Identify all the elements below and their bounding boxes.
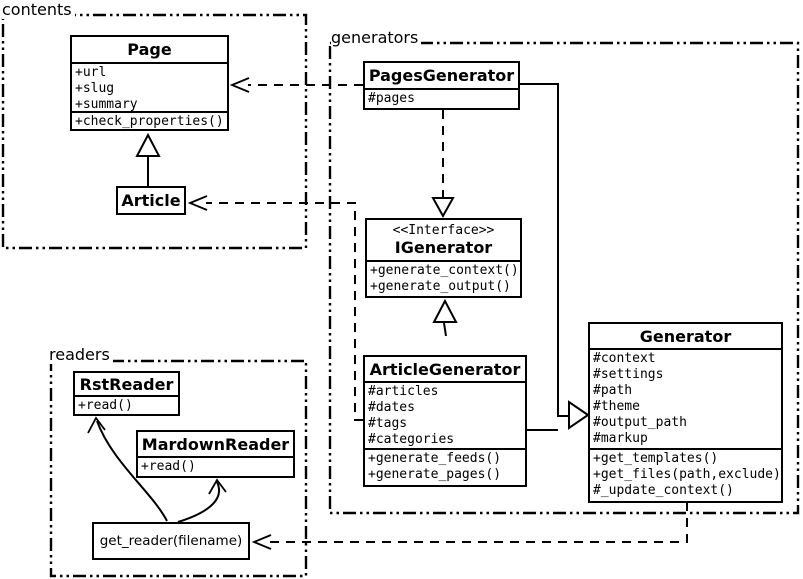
class-name-igenerator: IGenerator (394, 238, 493, 257)
attribute: #context (593, 351, 656, 366)
triangle-arrowhead-to-igenerator-top (431, 197, 455, 219)
open-arrowhead-at-getreader (251, 534, 272, 550)
class-box-mardownreader: MardownReader +read() (136, 430, 295, 478)
attribute: #categories (368, 432, 455, 447)
class-name-article: Article (121, 191, 181, 210)
attribute: #path (593, 383, 633, 398)
class-box-articlegenerator: ArticleGenerator #articles #dates #tags … (363, 355, 527, 487)
class-methods-articlegenerator: +generate_feeds() +generate_pages() (365, 448, 525, 485)
class-name-generator: Generator (639, 326, 732, 346)
getreader-function-box: get_reader(filename) (92, 522, 250, 560)
attribute: #settings (593, 367, 664, 382)
class-attributes-page: +url +slug +summary (72, 62, 227, 111)
dependency-line-generator-to-getreader (270, 502, 688, 543)
attribute: #articles (368, 384, 439, 399)
class-methods-rstreader: +read() (75, 395, 178, 414)
class-name-mardownreader: MardownReader (141, 434, 290, 454)
attribute: #pages (368, 91, 415, 106)
class-box-generator: Generator #context #settings #path #them… (588, 322, 783, 503)
class-methods-page: +check_properties() (72, 111, 227, 129)
attribute: #output_path (593, 415, 687, 430)
package-label-generators: generators (331, 28, 422, 47)
attribute: #tags (368, 416, 408, 431)
method: #_update_context() (593, 483, 734, 498)
method: +generate_context() (370, 263, 519, 278)
method: +read() (78, 398, 133, 413)
method: +generate_output() (370, 279, 511, 294)
attribute: +url (75, 65, 107, 80)
method: +generate_pages() (368, 467, 502, 482)
class-name-rstreader: RstReader (79, 374, 174, 394)
package-border-contents (1, 13, 308, 250)
dependency-line-articlegenerator-to-article (206, 202, 363, 421)
class-attributes-articlegenerator: #articles #dates #tags #categories (365, 381, 525, 448)
package-label-contents: contents (2, 0, 75, 19)
package-label-readers: readers (49, 345, 113, 364)
getreader-label: get_reader(filename) (99, 533, 243, 549)
package-border-generators (328, 41, 800, 515)
class-stereotype-igenerator: <<Interface>> (392, 223, 495, 238)
method: +get_templates() (593, 451, 719, 466)
attribute: #markup (593, 431, 648, 446)
class-box-article: Article (116, 186, 186, 215)
attribute: +summary (75, 97, 138, 111)
open-arrowhead-at-article (187, 195, 208, 211)
class-name-pagesgenerator: PagesGenerator (368, 66, 515, 85)
arrow-line-getreader-to-rstreader (96, 420, 168, 522)
class-box-igenerator: <<Interface>> IGenerator +generate_conte… (365, 218, 522, 298)
realization-line-articlegenerator-to-igenerator (443, 322, 447, 337)
attribute: #theme (593, 399, 640, 414)
class-name-page: Page (127, 40, 172, 59)
class-box-pagesgenerator: PagesGenerator #pages (363, 61, 520, 110)
open-arrowhead-at-rstreader (87, 416, 106, 434)
package-border-readers (49, 359, 308, 578)
arrow-line-getreader-to-mardownreader (177, 481, 220, 523)
method: +generate_feeds() (368, 451, 502, 466)
open-arrowhead-at-mardownreader (208, 478, 227, 495)
generalization-line-pagesgenerator-to-generator (520, 83, 569, 417)
open-arrowhead-at-page (229, 77, 250, 93)
class-methods-igenerator: +generate_context() +generate_output() (367, 260, 520, 296)
method: +get_files(path,exclude) (593, 467, 781, 482)
class-attributes-pagesgenerator: #pages (365, 88, 518, 108)
method: +read() (141, 459, 196, 474)
attribute: +slug (75, 81, 115, 96)
method: +check_properties() (75, 114, 224, 129)
class-methods-generator: +get_templates() +get_files(path,exclude… (590, 448, 781, 501)
class-name-articlegenerator: ArticleGenerator (369, 359, 521, 379)
attribute: #dates (368, 400, 415, 415)
class-box-rstreader: RstReader +read() (73, 371, 180, 416)
triangle-arrowhead-to-page (135, 132, 161, 157)
class-title-igenerator: <<Interface>> IGenerator (367, 220, 520, 260)
triangle-arrowhead-to-generator (568, 400, 590, 430)
class-box-page: Page +url +slug +summary +check_properti… (70, 35, 229, 131)
class-methods-mardownreader: +read() (138, 456, 293, 476)
class-attributes-generator: #context #settings #path #theme #output_… (590, 348, 781, 448)
triangle-arrowhead-to-igenerator-bottom (432, 298, 458, 323)
